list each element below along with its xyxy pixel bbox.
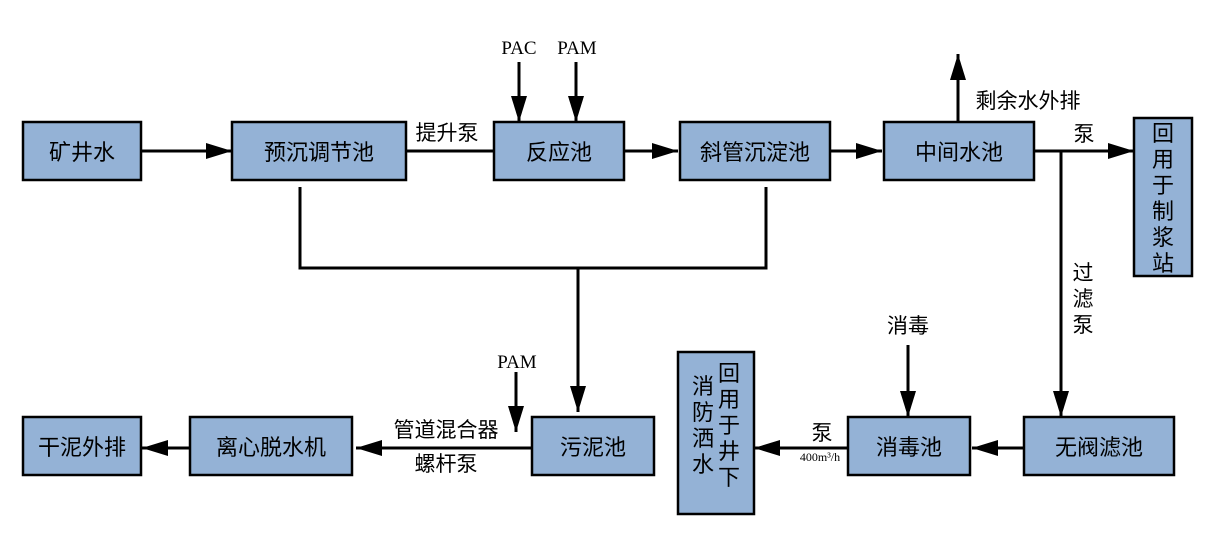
label-pipe-mixer: 管道混合器 (394, 418, 499, 442)
node-centrifuge: 离心脱水机 (188, 415, 354, 477)
label-pump-bottom: 泵 (812, 421, 833, 445)
label-pam-bottom: PAM (497, 352, 537, 373)
label-screw-pump: 螺杆泵 (415, 452, 478, 476)
node-reuse-underground-c1-1: 用 (718, 388, 740, 413)
node-middle-pool: 中间水池 (882, 120, 1036, 182)
label-pam-top: PAM (557, 38, 597, 59)
node-incline-settle-label: 斜管沉淀池 (700, 141, 810, 166)
node-reuse-underground-c2-3: 水 (692, 453, 714, 478)
node-valveless-filter: 无阀滤池 (1022, 415, 1176, 477)
node-sludge-pool: 污泥池 (530, 415, 656, 477)
label-disinfect: 消毒 (887, 314, 929, 338)
label-filter-pump-0: 过 (1073, 261, 1094, 285)
label-pac: PAC (501, 38, 536, 59)
node-reuse-slurry-char-1: 用 (1152, 148, 1174, 173)
node-reuse-underground: 回 用 于 井 下 消 防 洒 水 (676, 350, 756, 516)
label-surplus-discharge: 剩余水外排 (976, 89, 1081, 113)
node-reuse-slurry: 回 用 于 制 浆 站 (1132, 116, 1194, 278)
node-reuse-slurry-char-0: 回 (1152, 122, 1174, 147)
node-mine-water-label: 矿井水 (49, 141, 115, 166)
node-reuse-underground-c1-2: 于 (718, 414, 740, 439)
node-reuse-slurry-char-4: 浆 (1152, 226, 1174, 251)
node-reuse-slurry-char-2: 于 (1152, 174, 1174, 199)
node-dry-mud-label: 干泥外排 (38, 436, 126, 461)
label-flow-rate: 400m³/h (800, 450, 840, 464)
labels: 提升泵 PAC PAM 剩余水外排 泵 过 滤 泵 消毒 PAM 管道混合器 螺… (394, 38, 1095, 476)
label-pump-right: 泵 (1074, 122, 1095, 146)
node-reuse-underground-c1-4: 下 (718, 466, 740, 491)
node-middle-pool-label: 中间水池 (915, 141, 1003, 166)
label-lift-pump: 提升泵 (416, 121, 479, 145)
node-sludge-pool-label: 污泥池 (560, 436, 626, 461)
node-reuse-underground-c2-0: 消 (692, 375, 714, 400)
node-reaction: 反应池 (492, 120, 626, 182)
node-reuse-underground-c1-0: 回 (718, 362, 740, 387)
node-disinfect-pool-label: 消毒池 (876, 436, 942, 461)
node-presettle-label: 预沉调节池 (264, 141, 374, 166)
node-presettle: 预沉调节池 (230, 120, 408, 182)
node-reuse-underground-c2-1: 防 (692, 401, 714, 426)
label-filter-pump-2: 泵 (1073, 313, 1094, 337)
node-reuse-underground-c1-3: 井 (718, 440, 740, 465)
line-sludge-collector (298, 187, 768, 270)
node-centrifuge-label: 离心脱水机 (216, 436, 326, 461)
node-disinfect-pool: 消毒池 (846, 415, 972, 477)
node-reaction-label: 反应池 (526, 141, 592, 166)
node-mine-water: 矿井水 (21, 120, 143, 182)
node-reuse-slurry-char-3: 制 (1152, 200, 1174, 225)
node-reuse-underground-c2-2: 洒 (692, 427, 714, 452)
node-dry-mud: 干泥外排 (21, 415, 143, 477)
node-reuse-slurry-char-5: 站 (1152, 252, 1174, 277)
node-valveless-filter-label: 无阀滤池 (1055, 436, 1143, 461)
label-filter-pump-1: 滤 (1073, 287, 1094, 311)
connectors (142, 54, 1134, 456)
node-incline-settle: 斜管沉淀池 (678, 120, 832, 182)
